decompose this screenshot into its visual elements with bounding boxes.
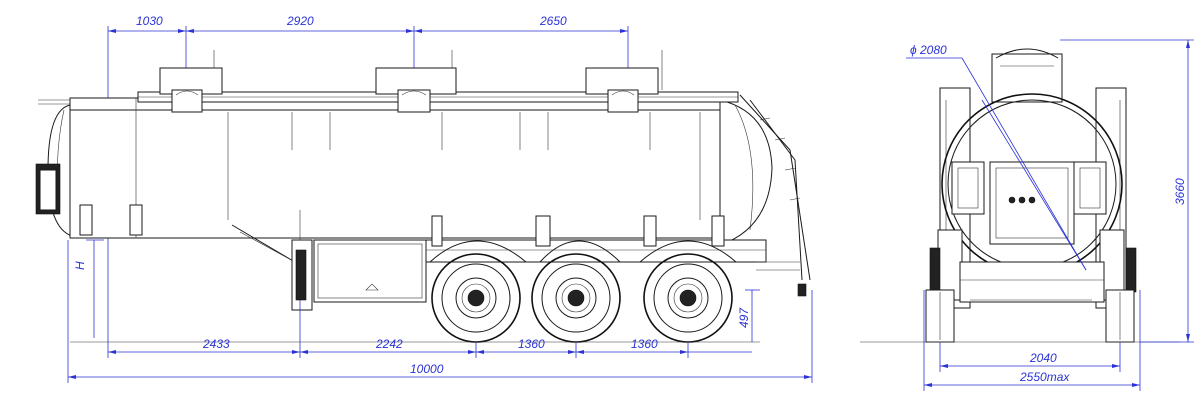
diameter-dimension: ϕ 2080 — [906, 43, 1087, 271]
toolbox — [313, 239, 427, 303]
width-dimension: 2550max — [923, 290, 1141, 391]
rear-view: ϕ 2080 3660 2040 2550max — [860, 39, 1194, 391]
bottom-dimension-chain: 2433 2242 1360 1360 — [107, 240, 752, 358]
dim-497: 497 — [737, 307, 751, 328]
wheel-3 — [643, 253, 733, 343]
dim-3660: 3660 — [1173, 178, 1187, 205]
side-view: 1030 2920 2650 — [35, 14, 813, 383]
dim-2650: 2650 — [539, 14, 567, 28]
wheel-1 — [431, 253, 521, 343]
front-support — [231, 210, 313, 311]
dim-diameter: ϕ 2080 — [910, 43, 947, 57]
overall-length-dimension: 10000 — [67, 240, 813, 383]
dim-2550max: 2550max — [1019, 370, 1070, 384]
overall-height-dimension: 3660 — [1060, 39, 1194, 343]
tank-body — [35, 91, 773, 246]
manhole-1 — [159, 50, 223, 113]
dim-2433: 2433 — [202, 337, 230, 351]
chassis — [425, 215, 800, 271]
dim-1360-a: 1360 — [518, 337, 545, 351]
wheel-2 — [531, 253, 621, 343]
top-dimension-chain: 1030 2920 2650 — [107, 14, 629, 240]
track-dimension: 2040 — [939, 342, 1121, 372]
dim-2242: 2242 — [375, 337, 403, 351]
dim-2920: 2920 — [286, 14, 314, 28]
manhole-2 — [375, 50, 457, 113]
dim-10000: 10000 — [410, 362, 444, 376]
dim-1360-b: 1360 — [631, 337, 658, 351]
dim-1030: 1030 — [136, 14, 163, 28]
dim-2040: 2040 — [1029, 351, 1057, 365]
dim-H: H — [73, 261, 87, 270]
rear-ladder — [739, 94, 811, 297]
manhole-3 — [585, 50, 663, 113]
height-dimension: H — [73, 239, 104, 338]
clearance-dimension: 497 — [737, 289, 760, 342]
